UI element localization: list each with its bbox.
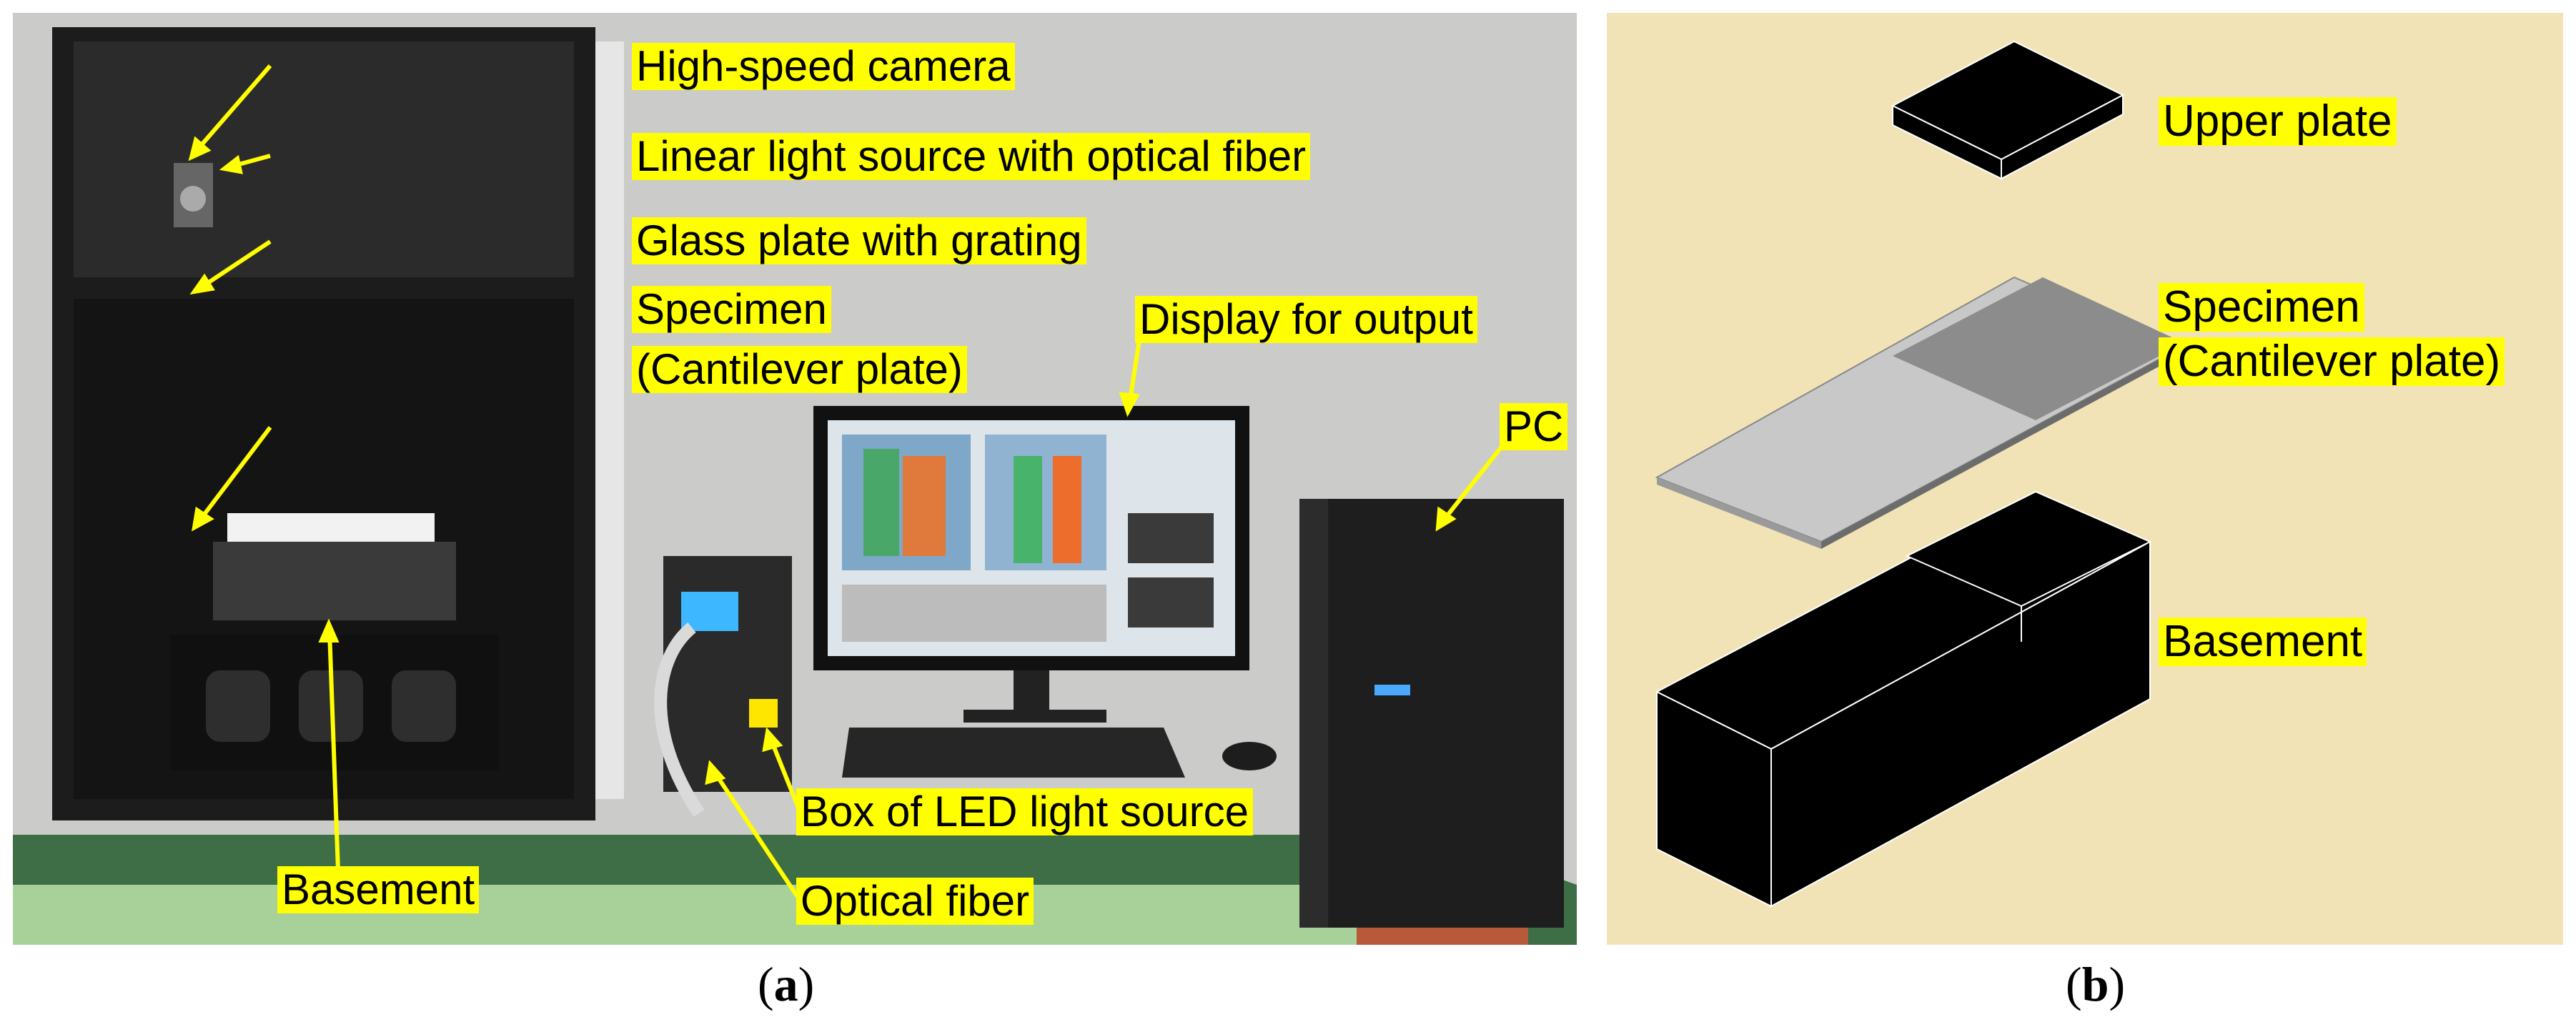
label-upper-plate: Upper plate [2159,97,2397,146]
label-display-for-output: Display for output [1135,296,1477,343]
label-led-box: Box of LED light source [796,788,1253,835]
schematic-drawing [1655,40,2184,908]
caption-b-letter: b [2081,957,2109,1011]
caption-b-open: ( [2066,957,2082,1011]
schematic-panel: Upper plate Specimen (Cantilever plate) … [1607,13,2563,945]
specimen-shape [1655,276,2184,549]
keyboard [842,728,1185,778]
caption-a-open: ( [758,957,774,1011]
table-frame [13,885,1371,945]
label-optical-fiber: Optical fiber [796,878,1034,925]
caption-a: (a) [758,956,814,1013]
label-basement-b: Basement [2159,617,2367,666]
label-linear-light-source: Linear light source with optical fiber [632,133,1311,180]
caption-a-letter: a [773,957,798,1011]
label-specimen-b: Specimen [2159,283,2364,332]
led-box [663,556,792,792]
label-cantilever-plate: (Cantilever plate) [632,346,967,393]
basement-shape [1655,490,2152,908]
label-specimen: Specimen [632,286,831,333]
label-high-speed-camera: High-speed camera [632,43,1015,90]
caption-a-close: ) [798,957,815,1011]
pointer-arrows [188,64,1509,901]
pc-tower [1299,499,1564,928]
upper-plate-shape [1891,40,2125,180]
label-glass-plate: Glass plate with grating [632,217,1086,264]
caption-b-close: ) [2109,957,2126,1011]
caption-b: (b) [2066,956,2125,1013]
label-cantilever-plate-b: (Cantilever plate) [2159,337,2505,386]
label-pc: PC [1500,403,1568,450]
photo-panel: High-speed camera Linear light source wi… [13,13,1577,945]
label-basement: Basement [277,866,480,913]
